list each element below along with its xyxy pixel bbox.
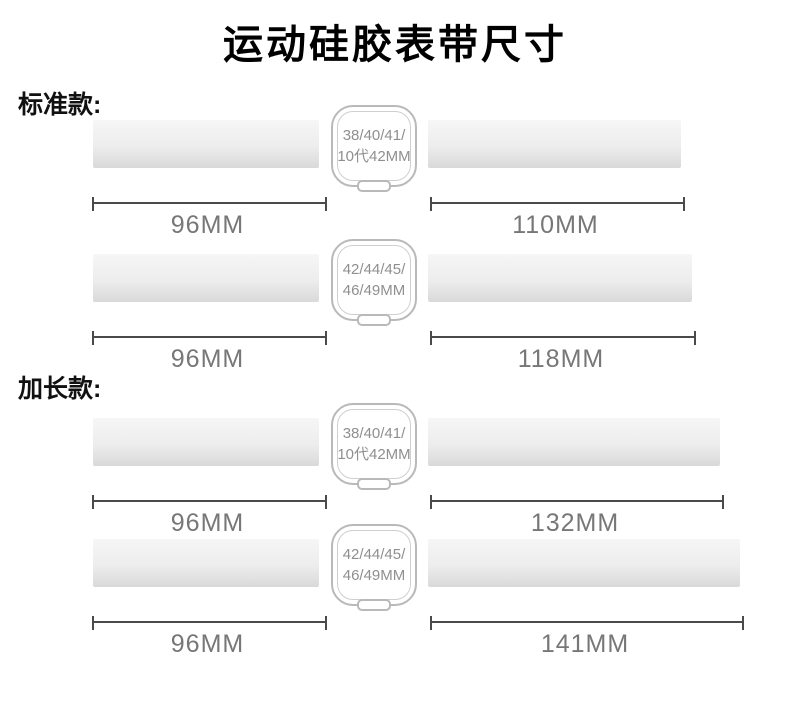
dimension-label-left: 96MM (170, 211, 245, 239)
band-row: 38/40/41/ 10代42MM 96MM 132MM (0, 403, 790, 543)
watch-case-screen: 38/40/41/ 10代42MM (337, 409, 411, 479)
strap-right (428, 539, 740, 587)
dimension-line-left (92, 197, 327, 211)
page-title: 运动硅胶表带尺寸 (223, 23, 567, 67)
band-row: 42/44/45/ 46/49MM 96MM 141MM (0, 524, 790, 664)
dimension-label-right: 132MM (530, 509, 620, 537)
dimension-line-left (92, 616, 327, 630)
watch-size-line2: 10代42MM (337, 147, 411, 165)
watch-case-screen: 38/40/41/ 10代42MM (337, 111, 411, 181)
strap-right (428, 254, 692, 302)
watch-case-tab (357, 599, 391, 611)
dimension-line-right (430, 495, 724, 509)
watch-case-screen: 42/44/45/ 46/49MM (337, 245, 411, 315)
watch-size-line1: 38/40/41/ (342, 424, 406, 442)
section-label-standard: 标准款: (18, 91, 102, 119)
dimension-label-right: 110MM (512, 211, 599, 239)
watch-case-icon: 42/44/45/ 46/49MM (331, 524, 417, 611)
dimension-label-left: 96MM (170, 630, 245, 658)
strap-left (93, 539, 319, 587)
strap-left (93, 418, 319, 466)
strap-right (428, 418, 720, 466)
watch-size-line2: 46/49MM (342, 281, 406, 299)
dimension-label-left: 96MM (170, 345, 245, 373)
dimension-label-left: 96MM (170, 509, 245, 537)
watch-size-line2: 46/49MM (342, 566, 406, 584)
watch-size-line1: 42/44/45/ (342, 260, 406, 278)
section-label-extended: 加长款: (18, 375, 102, 403)
dimension-line-left (92, 495, 327, 509)
dimension-label-right: 118MM (517, 345, 605, 373)
strap-right (428, 120, 681, 168)
watch-case-tab (357, 314, 391, 326)
watch-case-tab (357, 180, 391, 192)
dimension-line-right (430, 331, 696, 345)
watch-case-icon: 42/44/45/ 46/49MM (331, 239, 417, 326)
watch-case-icon: 38/40/41/ 10代42MM (331, 403, 417, 490)
dimension-label-right: 141MM (540, 630, 630, 658)
watch-size-line1: 42/44/45/ (342, 545, 406, 563)
watch-case-tab (357, 478, 391, 490)
strap-left (93, 120, 319, 168)
dimension-line-right (430, 616, 744, 630)
watch-case-icon: 38/40/41/ 10代42MM (331, 105, 417, 192)
strap-left (93, 254, 319, 302)
dimension-line-right (430, 197, 685, 211)
band-row: 38/40/41/ 10代42MM 96MM 110MM (0, 105, 790, 245)
watch-size-line1: 38/40/41/ (342, 126, 406, 144)
watch-size-line2: 10代42MM (337, 445, 411, 463)
band-row: 42/44/45/ 46/49MM 96MM 118MM (0, 239, 790, 379)
watch-case-screen: 42/44/45/ 46/49MM (337, 530, 411, 600)
dimension-line-left (92, 331, 327, 345)
